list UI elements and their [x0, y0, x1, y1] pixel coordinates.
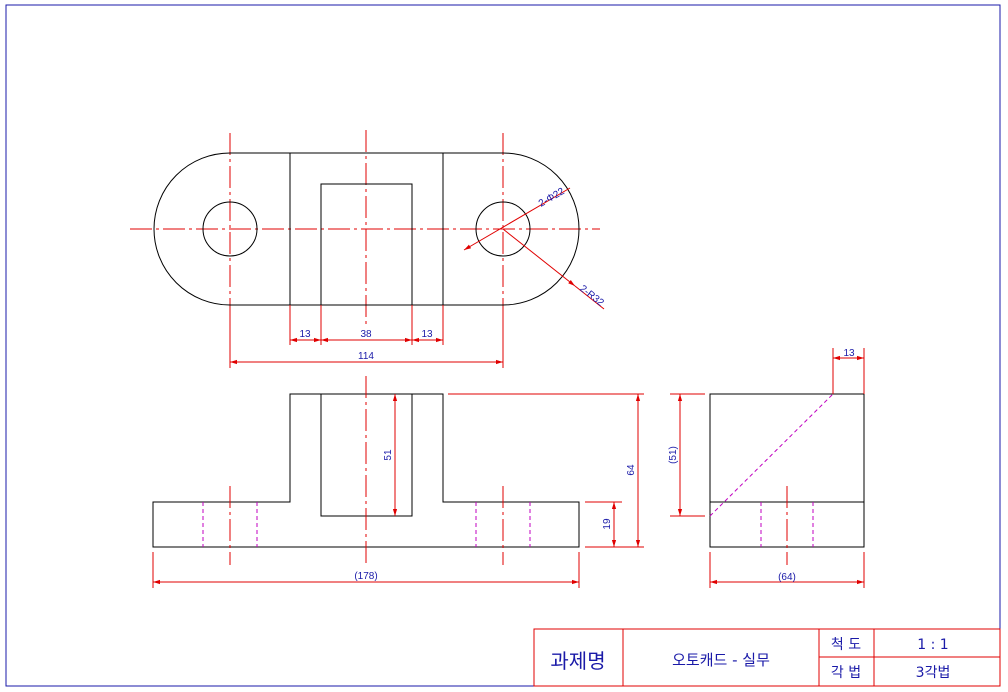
dim-side-51: (51)	[668, 446, 679, 464]
right-hole	[475, 201, 531, 257]
title-projection-label: 각 법	[831, 665, 861, 681]
top-view-center-lines	[130, 130, 600, 325]
front-view-hidden-lines	[202, 502, 531, 547]
side-view: 13 (51) (64)	[668, 348, 865, 588]
title-project-label: 과제명	[550, 649, 605, 673]
side-view-hidden-lines	[709, 393, 834, 547]
side-view-dimensions	[670, 348, 865, 588]
front-view-center-lines	[229, 376, 504, 565]
dim-top-114: 114	[358, 351, 374, 362]
dim-arc-radius: 2-R32	[577, 283, 606, 309]
top-view-dimensions	[229, 187, 605, 368]
dim-top-38: 38	[360, 329, 372, 340]
dim-side-64: (64)	[778, 572, 796, 583]
sheet-border	[5, 4, 1001, 687]
dim-front-19: 19	[602, 518, 613, 530]
dim-front-178: (178)	[354, 571, 377, 582]
left-hole	[202, 201, 258, 257]
front-view-dimensions	[152, 393, 644, 588]
dim-side-13: 13	[843, 348, 855, 359]
dim-front-64: 64	[626, 464, 637, 476]
title-projection-value: 3각법	[916, 665, 951, 681]
top-view: 13 38 13 114 2-Φ22 2-R32	[130, 130, 606, 368]
dim-top-13-right: 13	[421, 329, 433, 340]
title-block: 과제명 오토캐드 - 실무 척 도 1 : 1 각 법 3각법	[533, 628, 1001, 687]
dim-top-13-left: 13	[299, 329, 311, 340]
title-project-value: 오토캐드 - 실무	[672, 651, 770, 669]
front-view: 51 64 19 (178)	[152, 376, 644, 588]
title-scale-value: 1 : 1	[917, 637, 948, 653]
dim-hole-diameter: 2-Φ22	[537, 186, 567, 210]
top-view-outline	[153, 152, 580, 306]
dim-front-51: 51	[383, 449, 394, 461]
title-scale-label: 척 도	[831, 637, 861, 653]
